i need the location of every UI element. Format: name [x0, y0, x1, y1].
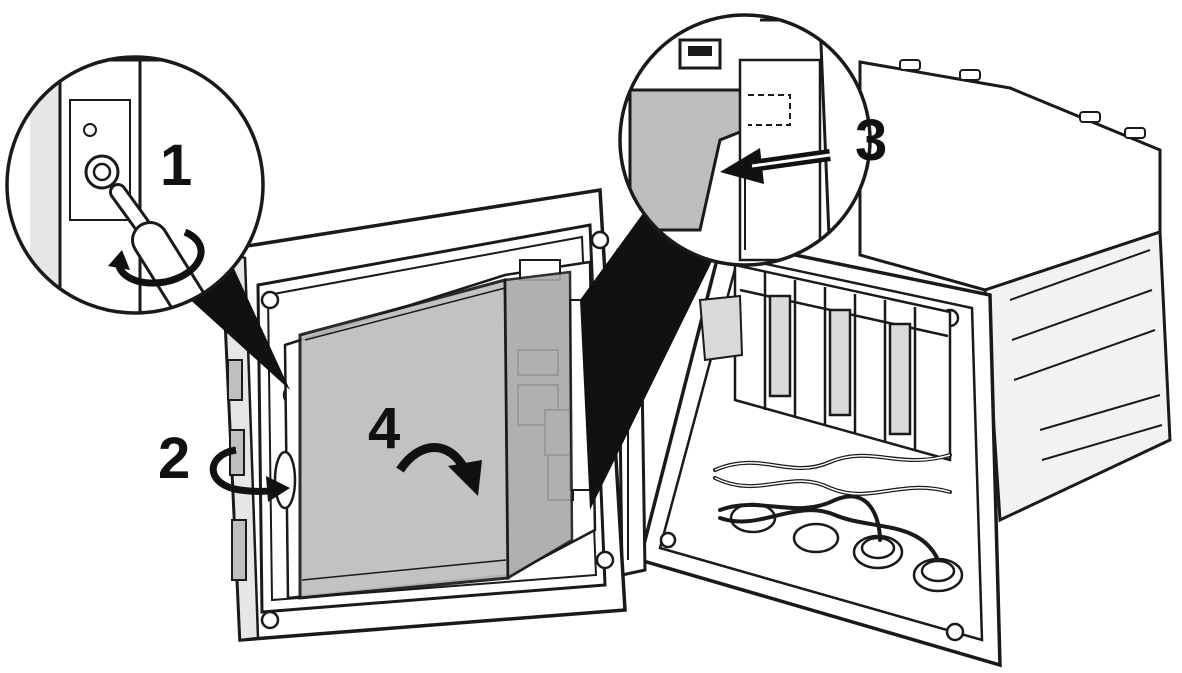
rotate-arrow-2	[209, 446, 290, 502]
front-panel	[298, 270, 574, 600]
step-4-label: 4	[368, 396, 400, 461]
latch-knob	[273, 450, 297, 510]
detail-view-1	[5, 55, 265, 315]
cooling-ribs	[1009, 249, 1163, 461]
step-1-label: 1	[160, 133, 192, 198]
rotate-arrow-1	[114, 228, 205, 287]
swing-arrow-4	[396, 443, 482, 496]
step-3-label: 3	[855, 108, 887, 173]
housing-top-ribs	[899, 59, 1146, 139]
mounting-bracket	[698, 294, 744, 362]
detail-view-3	[618, 13, 872, 267]
open-enclosure	[616, 237, 1002, 668]
door-side-slots	[227, 359, 247, 581]
card-slots	[733, 263, 952, 462]
step-2-label: 2	[158, 426, 190, 491]
detail-3-pointer	[580, 190, 720, 510]
detail-1-pointer	[185, 260, 290, 390]
